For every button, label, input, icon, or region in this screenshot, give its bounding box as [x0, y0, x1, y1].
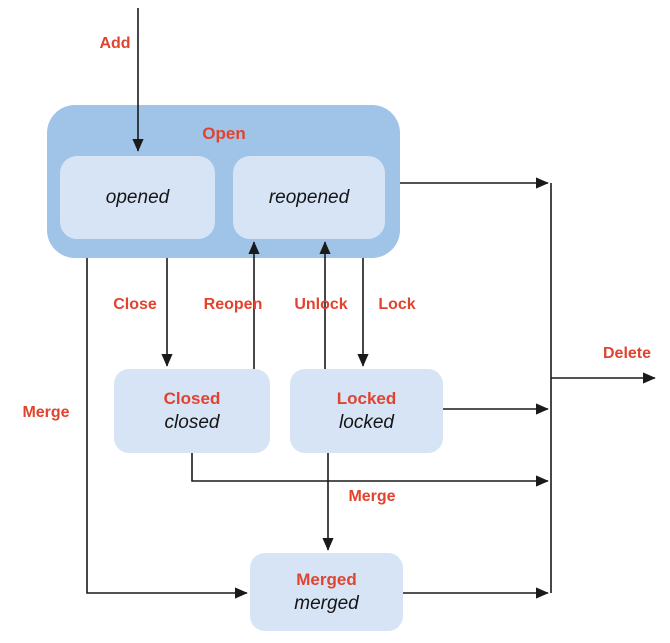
state-merged-title: Merged: [296, 570, 357, 589]
state-merged-name: merged: [294, 593, 359, 614]
label-reopen: Reopen: [203, 296, 263, 313]
state-opened-label: opened: [105, 187, 170, 208]
open-state-container: Open opened reopened: [47, 105, 400, 258]
label-lock: Lock: [378, 296, 416, 313]
state-closed-title: Closed: [163, 389, 221, 408]
state-opened: opened: [60, 156, 215, 239]
state-locked: Locked locked: [290, 369, 443, 453]
label-add: Add: [99, 35, 131, 52]
label-merge-left: Merge: [22, 404, 70, 421]
state-reopened-label: reopened: [268, 187, 350, 208]
label-merge-down: Merge: [348, 488, 396, 505]
state-closed-name: closed: [164, 412, 220, 433]
label-delete: Delete: [602, 345, 652, 362]
state-merged: Merged merged: [250, 553, 403, 631]
state-closed: Closed closed: [114, 369, 270, 453]
state-locked-title: Locked: [336, 389, 397, 408]
open-state-label: Open: [202, 124, 246, 143]
arrow-closed-to-delete: [191, 453, 549, 487]
state-reopened: reopened: [233, 156, 385, 239]
state-locked-name: locked: [339, 412, 394, 433]
label-unlock: Unlock: [294, 296, 348, 313]
label-close: Close: [113, 296, 157, 313]
